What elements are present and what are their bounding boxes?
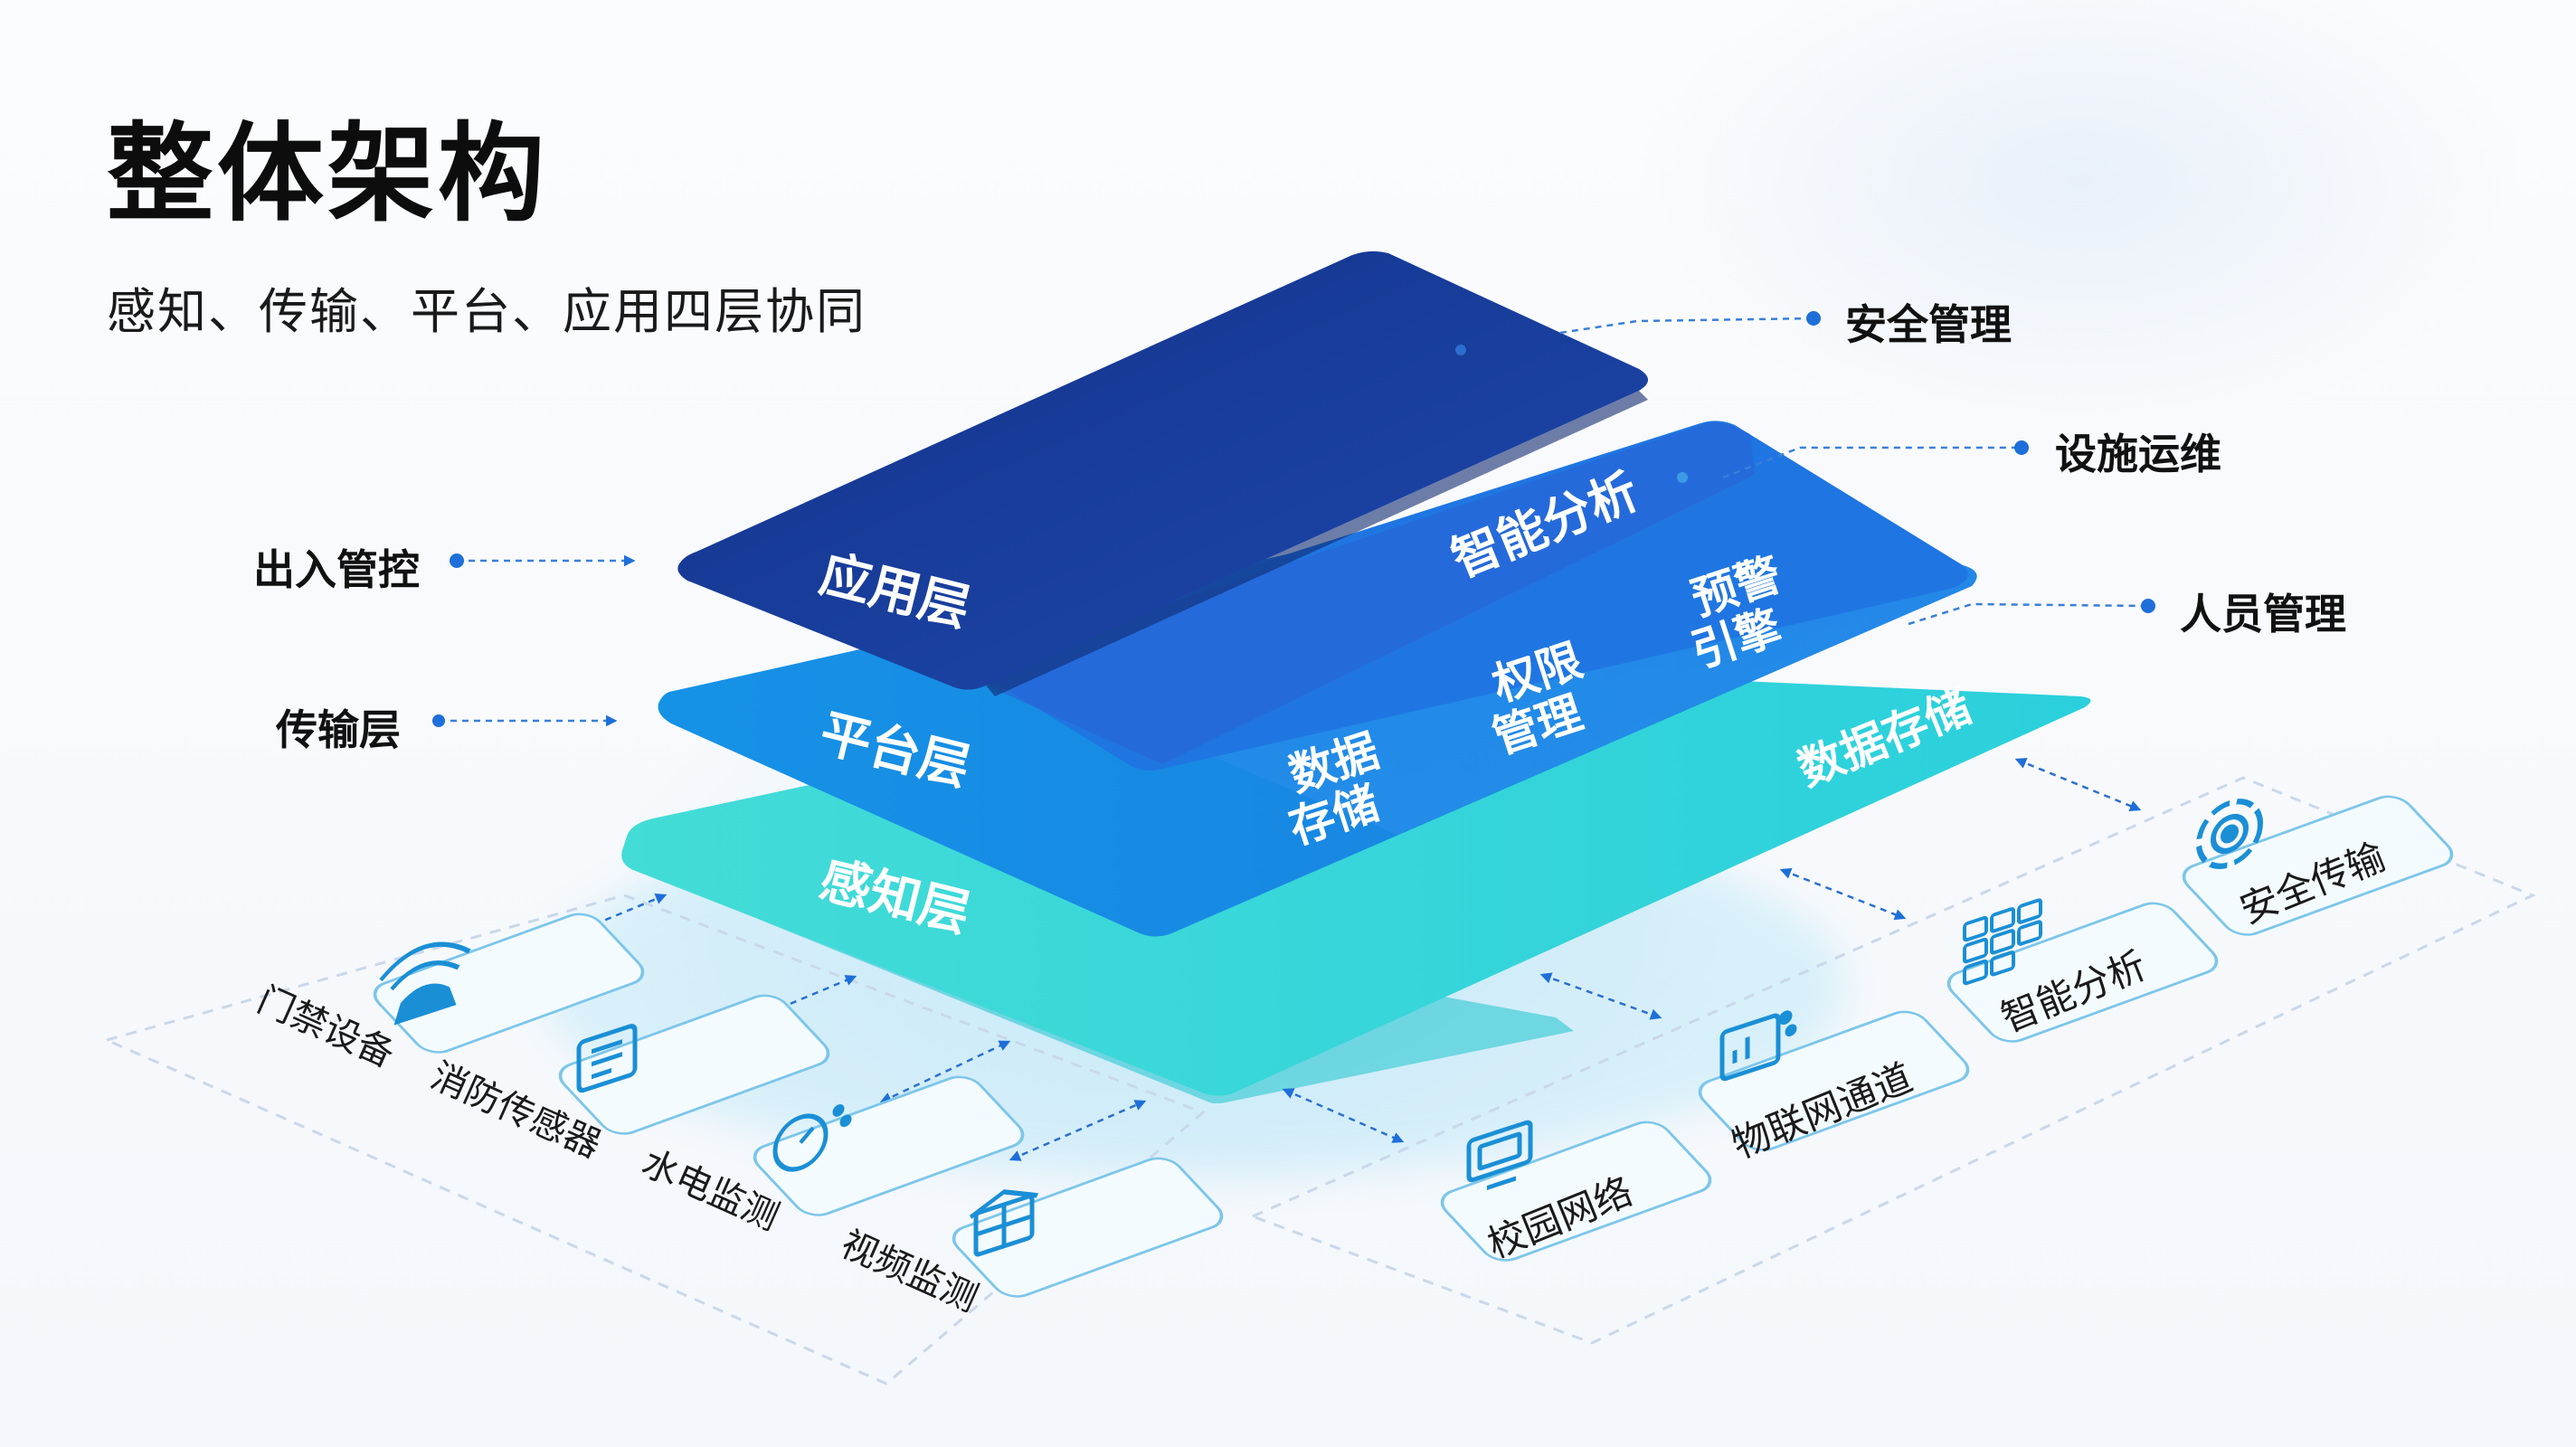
shield-gear-icon — [2196, 799, 2263, 869]
device-tile-smart-analysis[interactable] — [1940, 875, 2225, 1070]
personnel-dot — [2141, 599, 2155, 613]
document-icon — [576, 1024, 638, 1093]
access-control-dot — [450, 553, 464, 568]
device-tile-utility[interactable] — [746, 1049, 1031, 1244]
page-subtitle: 感知、传输、平台、应用四层协同 — [107, 283, 867, 340]
iot-chart-icon — [1719, 1010, 1797, 1082]
label-access-control: 出入管控 — [253, 545, 420, 594]
label-personnel-management: 人员管理 — [2180, 590, 2346, 638]
right-device-zone — [1249, 776, 2536, 1345]
platform-upper-layer — [981, 421, 1968, 771]
label-facility-operations: 设施运维 — [2055, 430, 2221, 478]
device-arrows-right — [1282, 757, 2142, 1143]
grid-icon — [1963, 898, 2042, 986]
device-tile-fire[interactable] — [552, 968, 837, 1162]
left-connectors — [439, 554, 636, 727]
device-tile-video[interactable] — [945, 1130, 1230, 1325]
platform-dot — [1677, 472, 1688, 483]
page-title: 整体架构 — [107, 111, 549, 236]
platform-tag-alert-engine: 预警 引擎 — [1685, 548, 1787, 678]
device-tile-secure-transport[interactable] — [2175, 769, 2460, 963]
building-icon — [970, 1189, 1038, 1257]
facility-dot — [2014, 440, 2029, 455]
label-transport-layer: 传输层 — [276, 705, 401, 754]
label-security-management: 安全管理 — [1845, 300, 2012, 349]
security-dot — [1806, 311, 1821, 326]
monitor-icon — [1466, 1120, 1533, 1190]
left-device-zone — [102, 894, 1206, 1386]
gauge-icon — [772, 1104, 852, 1172]
device-tile-iot-channel[interactable] — [1691, 984, 1976, 1178]
transport-dot — [432, 714, 445, 727]
application-layer — [677, 251, 1649, 696]
right-connectors — [1559, 317, 2149, 626]
device-tile-campus-network[interactable] — [1434, 1094, 1719, 1289]
car-signal-icon — [379, 941, 471, 1026]
app-dot — [1455, 345, 1466, 355]
